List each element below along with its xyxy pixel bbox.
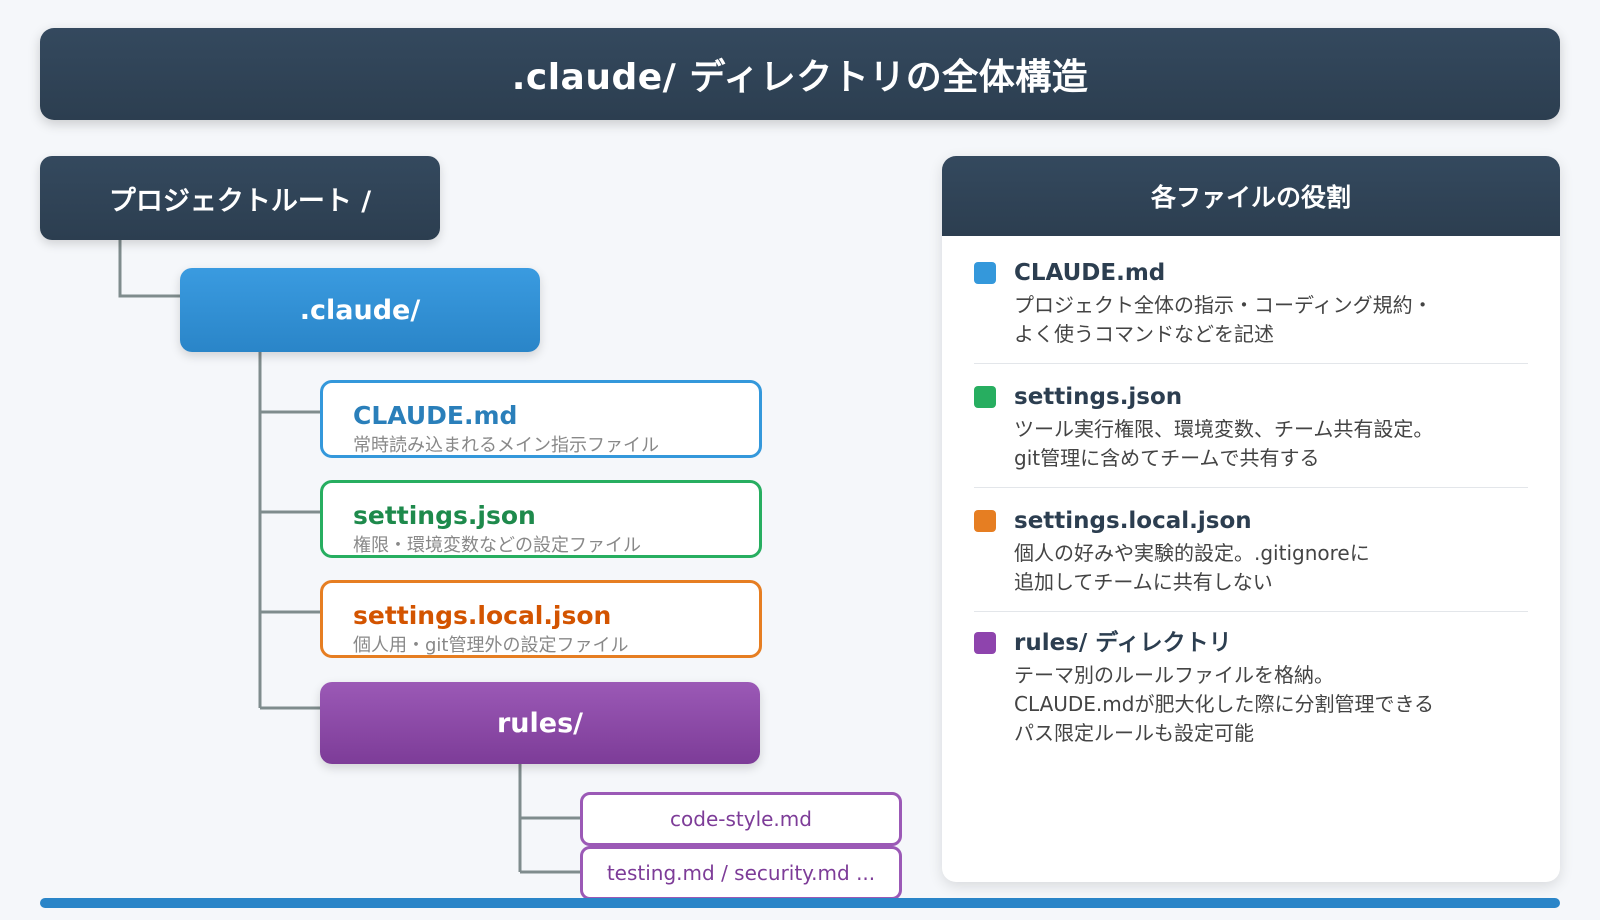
green-swatch-icon [974, 386, 996, 408]
file-roles-title: 各ファイルの役割 [1150, 183, 1351, 212]
file-roles-panel: 各ファイルの役割 CLAUDE.md プロジェクト全体の指示・コーディング規約・… [942, 156, 1560, 882]
tree-node-rules-dir: rules/ [320, 682, 760, 764]
legend-item-name: rules/ ディレクトリ [1014, 630, 1232, 656]
purple-swatch-icon [974, 632, 996, 654]
legend-desc-line: プロジェクト全体の指示・コーディング規約・ [1014, 293, 1433, 317]
legend-divider [974, 611, 1528, 612]
file-roles-header: 各ファイルの役割 [942, 156, 1560, 236]
claude-md-name: CLAUDE.md [353, 401, 518, 430]
tree-node-claude-dir: .claude/ [180, 268, 540, 352]
legend-item-settings-json: settings.json ツール実行権限、環境変数、チーム共有設定。 git管… [974, 382, 1528, 473]
tree-connectors [118, 240, 580, 874]
testing-security-md-label: testing.md / security.md ... [606, 861, 876, 885]
code-style-md-label: code-style.md [670, 807, 812, 831]
settings-local-json-name: settings.local.json [353, 601, 612, 630]
legend-desc-line: ツール実行権限、環境変数、チーム共有設定。 [1014, 417, 1434, 441]
tree-node-project-root: プロジェクトルート / [40, 156, 440, 240]
legend-item-desc: 個人の好みや実験的設定。.gitignoreに 追加してチームに共有しない [1014, 539, 1528, 597]
tree-node-testing-security-md: testing.md / security.md ... [580, 846, 902, 900]
tree-node-claude-md: CLAUDE.md 常時読み込まれるメイン指示ファイル [320, 380, 762, 458]
claude-dir-label: .claude/ [299, 294, 421, 326]
settings-json-name: settings.json [353, 501, 536, 530]
claude-md-desc: 常時読み込まれるメイン指示ファイル [353, 435, 659, 456]
tree-node-settings-local-json: settings.local.json 個人用・git管理外の設定ファイル [320, 580, 762, 658]
legend-desc-line: 個人の好みや実験的設定。.gitignoreに [1014, 541, 1370, 565]
legend-desc-line: 追加してチームに共有しない [1014, 570, 1273, 594]
legend-divider [974, 487, 1528, 488]
legend-desc-line: git管理に含めてチームで共有する [1014, 446, 1320, 470]
legend-desc-line: パス限定ルールも設定可能 [1014, 721, 1254, 745]
legend-desc-line: よく使うコマンドなどを記述 [1014, 322, 1274, 346]
legend-item-name: CLAUDE.md [1014, 260, 1166, 286]
orange-swatch-icon [974, 510, 996, 532]
legend-item-rules-dir: rules/ ディレクトリ テーマ別のルールファイルを格納。 CLAUDE.md… [974, 628, 1528, 748]
legend-item-desc: テーマ別のルールファイルを格納。 CLAUDE.mdが肥大化した際に分割管理でき… [1014, 661, 1528, 748]
legend-item-claude-md: CLAUDE.md プロジェクト全体の指示・コーディング規約・ よく使うコマンド… [974, 258, 1528, 349]
legend-desc-line: CLAUDE.mdが肥大化した際に分割管理できる [1014, 692, 1435, 716]
connector-root-claude [118, 240, 180, 298]
project-root-label: プロジェクトルート / [108, 185, 372, 217]
bottom-accent-bar [40, 898, 1560, 908]
legend-item-name: settings.local.json [1014, 508, 1252, 534]
diagram-title-bar: .claude/ ディレクトリの全体構造 [40, 28, 1560, 120]
rules-dir-label: rules/ [496, 707, 584, 739]
legend-item-name: settings.json [1014, 384, 1183, 410]
settings-json-desc: 権限・環境変数などの設定ファイル [353, 535, 641, 556]
legend-item-desc: プロジェクト全体の指示・コーディング規約・ よく使うコマンドなどを記述 [1014, 291, 1528, 349]
settings-local-json-desc: 個人用・git管理外の設定ファイル [353, 635, 629, 656]
legend-divider [974, 363, 1528, 364]
legend-item-settings-local-json: settings.local.json 個人の好みや実験的設定。.gitigno… [974, 506, 1528, 597]
diagram-title: .claude/ ディレクトリの全体構造 [511, 57, 1089, 98]
legend-item-desc: ツール実行権限、環境変数、チーム共有設定。 git管理に含めてチームで共有する [1014, 415, 1528, 473]
blue-swatch-icon [974, 262, 996, 284]
tree-node-settings-json: settings.json 権限・環境変数などの設定ファイル [320, 480, 762, 558]
tree-node-code-style-md: code-style.md [580, 792, 902, 846]
legend-desc-line: テーマ別のルールファイルを格納。 [1014, 663, 1334, 687]
